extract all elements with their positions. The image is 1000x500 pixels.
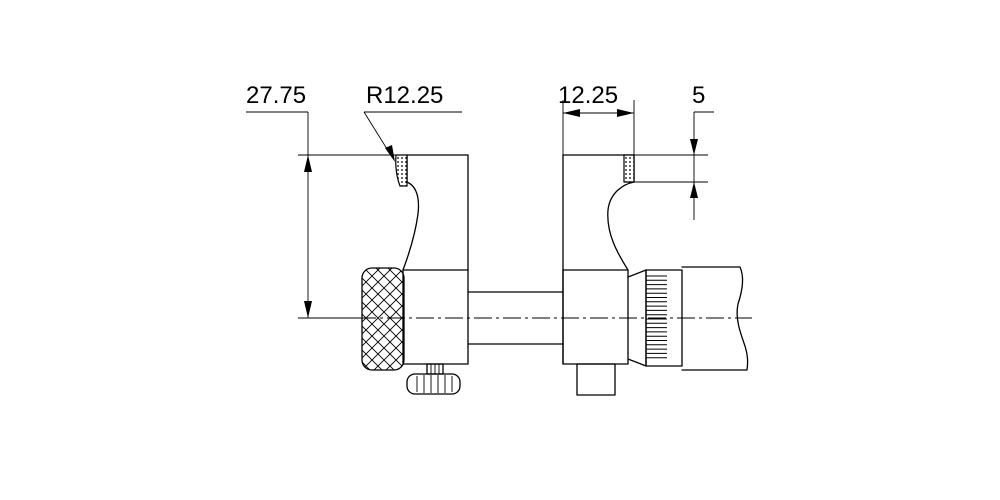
dimension-width: 12.25	[558, 82, 635, 155]
dimension-label-5: 5	[692, 82, 705, 109]
thimble-graduations	[646, 275, 667, 359]
right-carbide-tip	[623, 154, 635, 183]
left-anvil	[395, 154, 469, 365]
right-anvil	[562, 154, 635, 396]
dimension-height: 27.75	[246, 82, 396, 319]
lock-screw	[406, 363, 461, 395]
knurled-knob	[361, 267, 405, 371]
left-carbide-tip	[395, 154, 408, 187]
micrometer-thimble	[627, 266, 749, 371]
dimension-radius: R12.25	[363, 82, 462, 162]
dimension-label-r12-25: R12.25	[366, 82, 443, 109]
dimension-label-12-25: 12.25	[558, 82, 618, 109]
connecting-rod	[467, 291, 564, 345]
dimension-label-27-75: 27.75	[246, 82, 306, 109]
dimension-tip: 5	[634, 82, 714, 220]
